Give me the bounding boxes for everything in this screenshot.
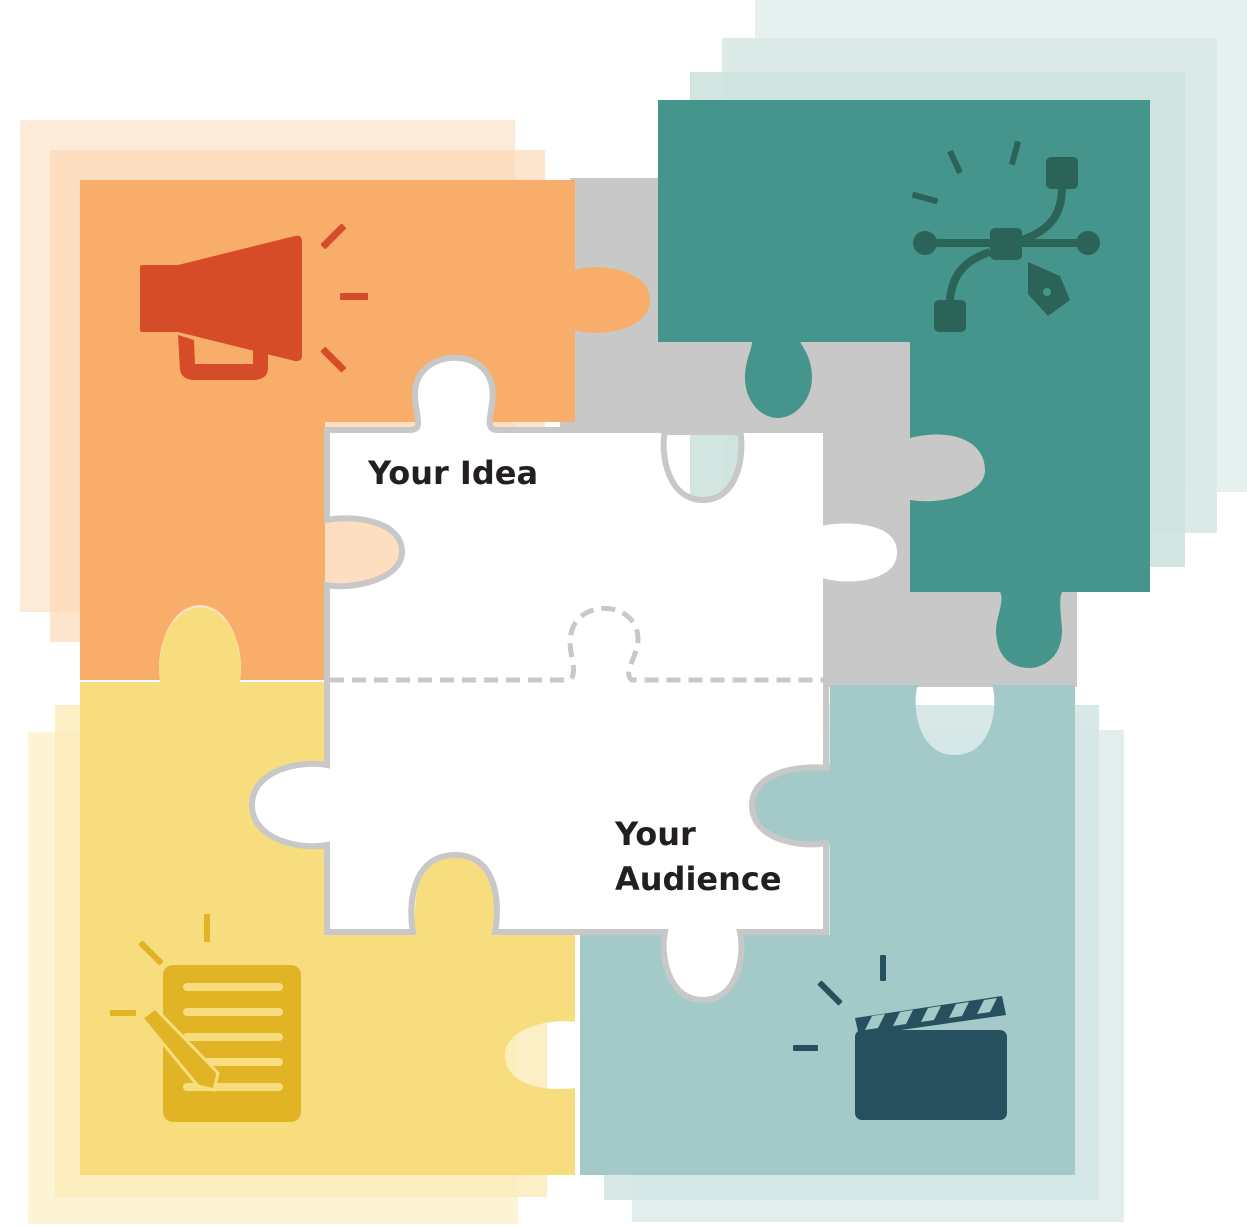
teal-piece xyxy=(658,100,1150,668)
yellow-piece xyxy=(80,608,575,1175)
light-teal-piece xyxy=(580,685,1075,1175)
megaphone-icon xyxy=(140,223,368,380)
orange-piece-shape xyxy=(80,180,650,422)
notepad-pencil-icon xyxy=(110,914,301,1122)
center-dashed-seam xyxy=(330,605,826,683)
orange-piece xyxy=(80,180,650,680)
film-clapperboard-icon xyxy=(793,955,1007,1120)
label-your-audience-line2: Audience xyxy=(615,860,782,898)
vector-pen-tool-icon xyxy=(911,140,1100,332)
center-white-piece: Your Idea Your Audience xyxy=(248,354,904,1004)
orange-piece-lower xyxy=(80,420,325,680)
center-white-piece-shape xyxy=(248,354,904,1004)
label-your-audience-line1: Your xyxy=(614,815,696,853)
label-your-idea: Your Idea xyxy=(367,454,538,492)
